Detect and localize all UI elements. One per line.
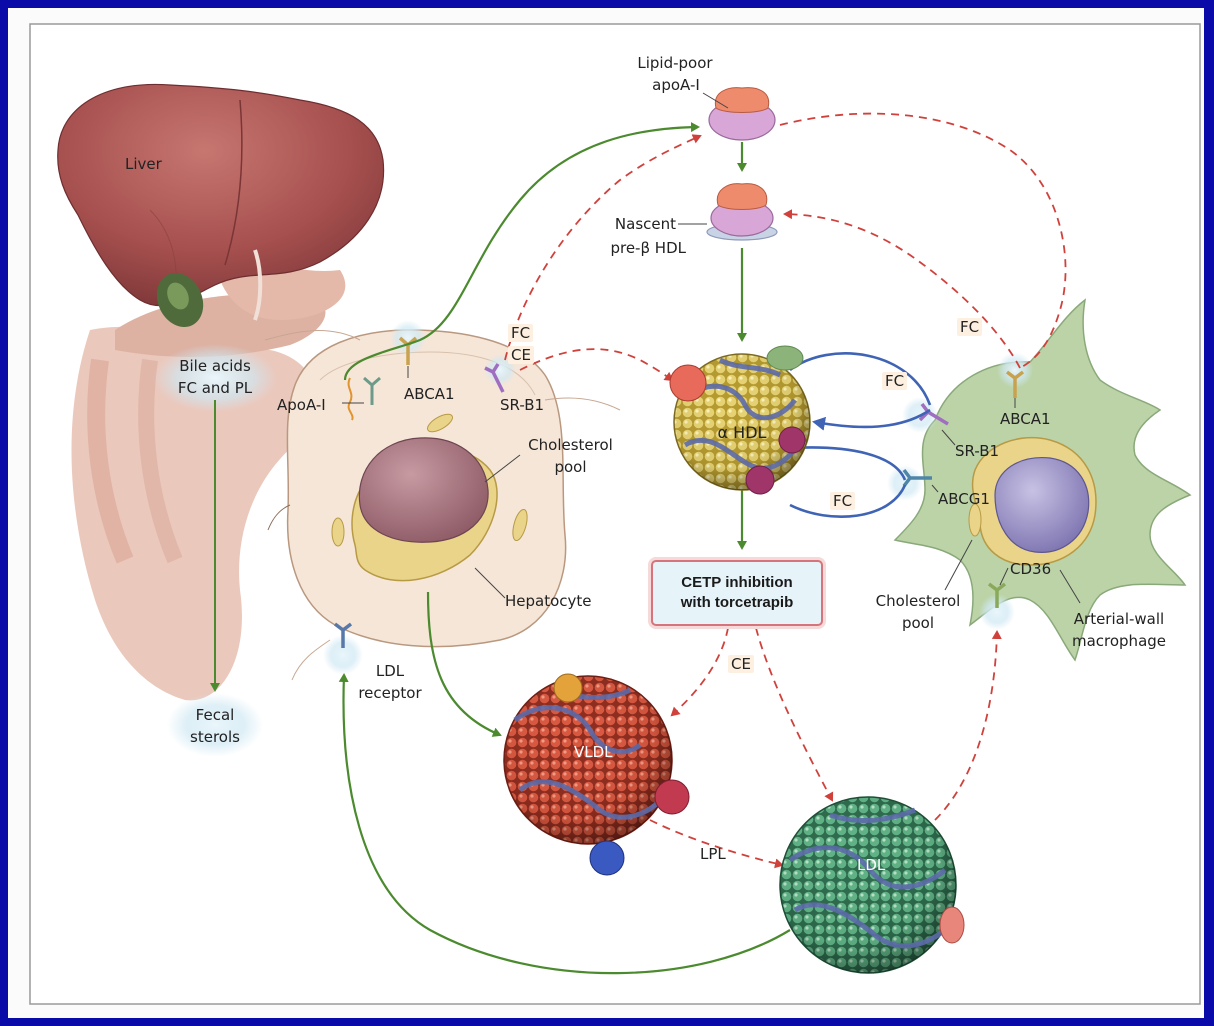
abca1-right-label: ABCA1 xyxy=(1000,410,1051,428)
vldl-label: VLDL xyxy=(574,743,613,761)
ce-left-label: CE xyxy=(508,346,534,364)
cholesterol-pool-left-label-2: pool xyxy=(518,458,623,476)
nascent-label-2: pre-β HDL xyxy=(580,239,686,257)
lpl-label: LPL xyxy=(700,845,726,863)
macrophage-label-2: macrophage xyxy=(1060,632,1178,650)
apoa1-left-label: ApoA-I xyxy=(277,396,326,414)
cholesterol-pool-left-label-1: Cholesterol xyxy=(518,436,623,454)
cetp-inhibition-box: CETP inhibition with torcetrapib xyxy=(651,560,823,626)
cholesterol-pool-right-label-2: pool xyxy=(865,614,971,632)
fc-right-label: FC xyxy=(957,318,982,336)
abca1-left-label: ABCA1 xyxy=(404,385,455,403)
cholesterol-pool-right-label-1: Cholesterol xyxy=(865,592,971,610)
ce-mid-label: CE xyxy=(728,655,754,673)
nascent-label-1: Nascent xyxy=(590,215,676,233)
lipid-poor-apoa1-particle xyxy=(709,88,775,140)
cd36-label: CD36 xyxy=(1010,560,1051,578)
fc-top-label: FC xyxy=(882,372,907,390)
cetp-line-1: CETP inhibition xyxy=(681,573,792,593)
hepatocyte-label: Hepatocyte xyxy=(505,592,592,610)
fc-and-pl-label: FC and PL xyxy=(165,379,265,397)
abcg1-label: ABCG1 xyxy=(938,490,990,508)
macrophage-label-1: Arterial-wall xyxy=(1060,610,1178,628)
sterols-label: sterols xyxy=(175,728,255,746)
fecal-label: Fecal xyxy=(175,706,255,724)
ldl-receptor-label-1: LDL xyxy=(355,662,425,680)
ldl-receptor-label-2: receptor xyxy=(355,684,425,702)
lipid-poor-label-2: apoA-I xyxy=(640,76,712,94)
ldl-label: LDL xyxy=(857,856,885,874)
alpha-hdl-label: α HDL xyxy=(710,424,774,442)
lipid-poor-label-1: Lipid-poor xyxy=(620,54,730,72)
srb1-left-label: SR-B1 xyxy=(500,396,544,414)
fc-bottom-label: FC xyxy=(830,492,855,510)
fecal-glow xyxy=(167,693,263,757)
bile-acids-label: Bile acids xyxy=(165,357,265,375)
srb1-right-label: SR-B1 xyxy=(955,442,999,460)
liver-label: Liver xyxy=(125,155,162,173)
fc-left-label: FC xyxy=(508,324,533,342)
cetp-line-2: with torcetrapib xyxy=(681,593,794,613)
